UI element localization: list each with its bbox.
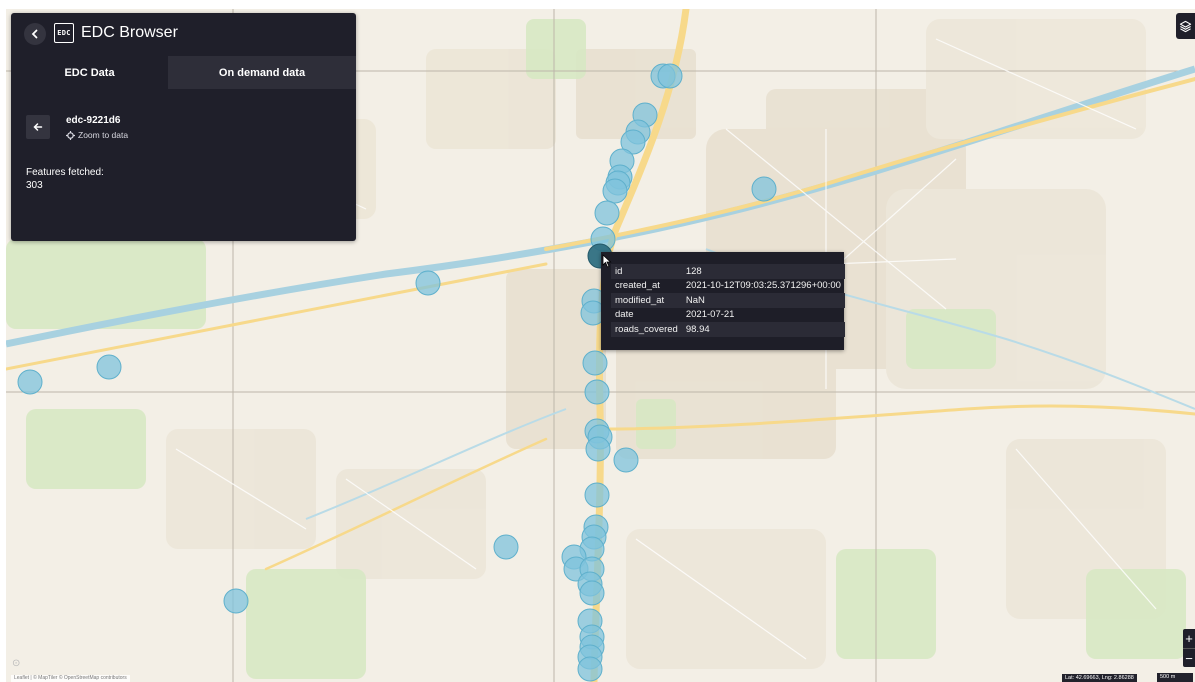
tab-bar: EDC Data On demand data	[11, 56, 356, 89]
data-marker[interactable]	[96, 354, 122, 380]
data-marker[interactable]	[223, 588, 249, 614]
data-marker[interactable]	[594, 200, 620, 226]
dataset-back-button[interactable]	[26, 115, 50, 139]
crosshair-icon	[66, 130, 75, 140]
data-marker[interactable]	[613, 447, 639, 473]
data-marker[interactable]	[577, 656, 603, 682]
property-value: NaN	[681, 293, 845, 308]
features-fetched-label: Features fetched:	[26, 167, 104, 178]
zoom-out-button[interactable]: −	[1185, 651, 1193, 666]
layers-icon	[1179, 20, 1192, 32]
data-marker[interactable]	[584, 379, 610, 405]
property-key: date	[615, 309, 634, 321]
table-row: id 128	[611, 264, 845, 279]
data-marker[interactable]	[415, 270, 441, 296]
zoom-to-data-link[interactable]: Zoom to data	[66, 130, 128, 140]
map-attribution[interactable]: Leaflet | © MapTiler © OpenStreetMap con…	[11, 675, 130, 682]
data-marker[interactable]	[657, 63, 683, 89]
data-marker[interactable]	[493, 534, 519, 560]
data-marker[interactable]	[579, 580, 605, 606]
table-row: created_at 2021-10-12T09:03:25.371296+00…	[611, 279, 845, 294]
zoom-in-button[interactable]: +	[1183, 629, 1195, 649]
property-key: id	[611, 264, 682, 279]
data-marker[interactable]	[582, 350, 608, 376]
data-marker[interactable]	[585, 436, 611, 462]
property-key: created_at	[615, 280, 660, 292]
property-value: 2021-10-12T09:03:25.371296+00:00	[685, 280, 841, 292]
data-marker[interactable]	[620, 129, 646, 155]
table-row: modified_at NaN	[611, 293, 845, 308]
chevron-left-icon	[31, 29, 38, 39]
property-value: 2021-07-21	[685, 309, 735, 321]
data-marker[interactable]	[17, 369, 43, 395]
dataset-name: edc-9221d6	[66, 115, 121, 126]
scale-bar: 500 m	[1157, 673, 1193, 682]
tab-edc-data[interactable]: EDC Data	[11, 56, 168, 89]
data-marker[interactable]	[751, 176, 777, 202]
table-row: roads_covered 98.94	[611, 322, 845, 337]
property-value: 98.94	[681, 322, 845, 337]
property-key: modified_at	[611, 293, 682, 308]
edc-logo: EDC	[54, 23, 74, 43]
zoom-to-data-label: Zoom to data	[78, 130, 129, 140]
feature-properties-table: id 128 created_at 2021-10-12T09:03:25.37…	[611, 264, 845, 337]
property-key: roads_covered	[611, 322, 682, 337]
zoom-control: + −	[1183, 629, 1195, 667]
arrow-left-icon	[33, 123, 43, 131]
map-base	[6, 9, 1195, 682]
cursor-coordinates: Lat: 42.69663, Lng: 2.86288	[1062, 674, 1137, 682]
data-marker[interactable]	[584, 482, 610, 508]
layers-button[interactable]	[1176, 13, 1195, 39]
marker-layer	[17, 63, 777, 682]
features-fetched-count: 303	[26, 180, 43, 191]
table-row: date 2021-07-21	[611, 308, 845, 323]
map[interactable]	[6, 9, 1195, 682]
locate-icon[interactable]: ⊙	[12, 658, 21, 669]
app-title: EDC Browser	[81, 24, 178, 41]
property-value: 128	[681, 264, 845, 279]
edc-browser-panel: EDC EDC Browser EDC Data On demand data …	[11, 13, 356, 241]
collapse-panel-button[interactable]	[24, 23, 46, 45]
tab-on-demand-data[interactable]: On demand data	[168, 56, 356, 89]
panel-header: EDC EDC Browser	[11, 13, 356, 56]
feature-tooltip: id 128 created_at 2021-10-12T09:03:25.37…	[601, 252, 845, 350]
data-marker[interactable]	[602, 178, 628, 204]
mouse-cursor-icon	[602, 254, 612, 268]
